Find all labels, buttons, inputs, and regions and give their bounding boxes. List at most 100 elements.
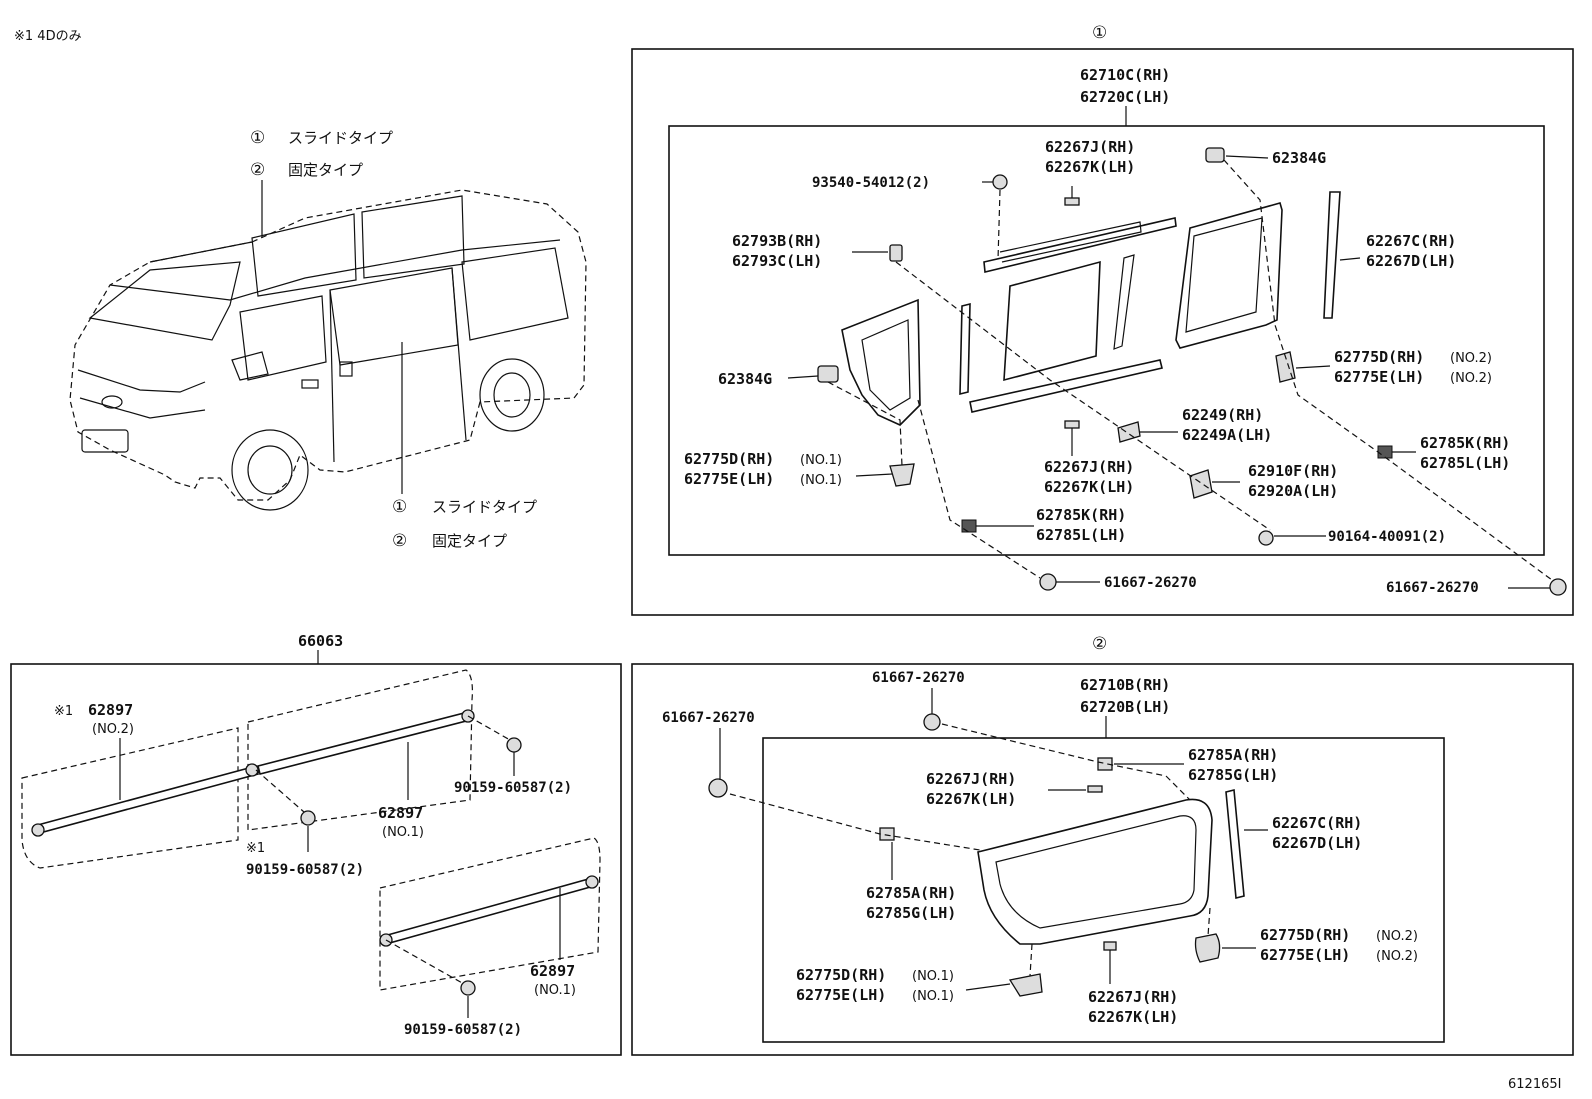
s1-seal-mid-rh: 62267J(RH) [1044,458,1134,476]
s2-cover-no1 [1008,973,1043,997]
bar-bolt-lower: 90159-60587(2) [404,1022,522,1038]
rear-glass-panel [1175,202,1283,349]
van-labels-bottom: ① スライドタイプ ② 固定タイプ [392,497,537,551]
s1-retainer-right-lh: 62785L(LH) [1420,454,1510,472]
bar-lower-number: 62897 [530,962,575,980]
bar-lower-no1 [383,877,595,945]
s1-seal-top-rh: 62267J(RH) [1045,138,1135,156]
s1-cover-left-rh: 62775D(RH) [684,450,774,468]
bar-bolt-right: 90159-60587(2) [454,780,572,796]
section-1-inner-frame [668,125,1545,556]
van-label-fixed-bottom: 固定タイプ [432,532,507,550]
s1-retainer-bottom-rh: 62785K(RH) [1036,506,1126,524]
van-marker-2-bottom: ② [392,531,407,551]
latch [1189,469,1213,499]
s2-nut-top: 61667-26270 [872,670,965,686]
s2-glass-panel [977,798,1213,945]
s1-cover-right-rh: 62775D(RH) [1334,348,1424,366]
s1-cover-left-lh-note: (NO.1) [800,473,842,488]
left-vertical-rail [959,302,971,396]
s1-bracket-left-rh: 62793B(RH) [732,232,822,250]
s2-retainer-top-lh: 62785G(LH) [1188,766,1278,784]
nut-left [1039,573,1057,591]
s1-latch-lh: 62920A(LH) [1248,482,1338,500]
bar-lower-note: (NO.1) [534,983,576,998]
s2-nut-top [923,713,941,731]
s2-nut-left [708,778,728,798]
section-2-inner-frame [762,737,1445,1043]
bar-mid-no1 [257,711,471,775]
bar-bolt-mid: 90159-60587(2) [246,862,364,878]
section-2-outer-frame [631,663,1574,1056]
cover-right-no2 [1275,351,1296,383]
section-2-fixed-window: ② 62710B(RH) 62720B(LH) 61667 [631,634,1574,1056]
front-glass-panel [1003,260,1101,382]
s1-retainer-right-rh: 62785K(RH) [1420,434,1510,452]
retainer-bottom [961,519,977,533]
s1-clip-top-right: 62384G [1272,149,1326,167]
cover-left-no1 [889,463,915,487]
van-marker-2-top: ② [250,160,265,180]
section-2-marker: ② [1092,634,1107,654]
seal-top [1064,197,1080,206]
s1-weatherstrip-lh: 62267D(LH) [1366,252,1456,270]
retainer-right [1377,445,1393,459]
s2-cover-no1-lh-note: (NO.1) [912,989,954,1004]
van-labels-top: ① スライドタイプ ② 固定タイプ [250,128,393,180]
section-1-marker: ① [1092,23,1107,43]
screw-top [992,174,1008,190]
s1-clip-left: 62384G [718,370,772,388]
section-bar-assembly: 66063 ※1 62897 (NO.2) 90159-6 [10,632,622,1056]
quarter-glass-left [841,298,921,426]
s2-cover-no2 [1194,933,1221,963]
bar-assembly-number: 66063 [298,632,343,650]
s1-nut-left: 61667-26270 [1104,575,1197,591]
bar-left-number: 62897 [88,701,133,719]
s2-retainer-left-lh: 62785G(LH) [866,904,956,922]
clip-top-right [1205,147,1225,163]
s1-nut-right: 61667-26270 [1386,580,1479,596]
s1-weatherstrip-rh: 62267C(RH) [1366,232,1456,250]
s1-cover-right-rh-note: (NO.2) [1450,351,1492,366]
section-1-assembly-lh: 62720C(LH) [1080,88,1170,106]
s1-screw-top: 93540-54012(2) [812,175,930,191]
bar-section-frame [10,663,622,1056]
screw-bottom [1258,530,1274,546]
s2-cover-no2-lh: 62775E(LH) [1260,946,1350,964]
s2-cover-no1-lh: 62775E(LH) [796,986,886,1004]
bar-bolt-mid-mark: ※1 [246,841,265,856]
s2-retainer-left-rh: 62785A(RH) [866,884,956,902]
s2-assembly-rh: 62710B(RH) [1080,676,1170,694]
s2-assembly-lh: 62720B(LH) [1080,698,1170,716]
s2-cover-no2-lh-note: (NO.2) [1376,949,1418,964]
s1-seal-top-lh: 62267K(LH) [1045,158,1135,176]
s1-slider-lh: 62249A(LH) [1182,426,1272,444]
nut-right [1549,578,1567,596]
bar-left-mark: ※1 [54,704,73,719]
bolt-right [506,737,522,753]
section-1-assembly-rh: 62710C(RH) [1080,66,1170,84]
s2-weatherstrip-lh: 62267D(LH) [1272,834,1362,852]
header-note: ※1 4Dのみ [14,29,82,44]
s2-seal-bottom [1103,941,1117,951]
s1-slider-rh: 62249(RH) [1182,406,1263,424]
van-label-slide-bottom: スライドタイプ [432,498,537,516]
weatherstrip-right [1323,191,1341,319]
section-1-slide-window: ① 62710C(RH) 62720C(LH) [631,23,1574,616]
s1-retainer-bottom-lh: 62785L(LH) [1036,526,1126,544]
s1-cover-left-rh-note: (NO.1) [800,453,842,468]
footer-code: 612165I [1508,1077,1561,1092]
s2-weatherstrip [1225,788,1245,900]
s2-seal-bottom-lh: 62267K(LH) [1088,1008,1178,1026]
bracket-left [889,244,903,262]
van-marker-1-bottom: ① [392,497,407,517]
s1-cover-right-lh-note: (NO.2) [1450,371,1492,386]
seal-mid [1064,420,1080,429]
s2-retainer-left [879,827,895,841]
s2-seal-bottom-rh: 62267J(RH) [1088,988,1178,1006]
s1-cover-left-lh: 62775E(LH) [684,470,774,488]
van-illustration [69,180,587,511]
bar-left-no2 [33,765,259,835]
s2-weatherstrip-rh: 62267C(RH) [1272,814,1362,832]
